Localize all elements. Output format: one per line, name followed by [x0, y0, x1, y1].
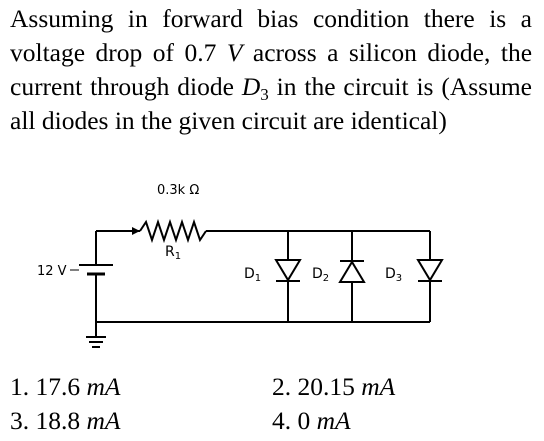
- diode-d1-sub: 1: [255, 273, 261, 284]
- option-2-number: 2.: [272, 372, 292, 401]
- diode-d1-name: D: [244, 266, 255, 282]
- diode-d3-label: D3: [385, 266, 402, 284]
- circuit-diagram: 0.3k Ω R1 12 V D1 D2 D3: [37, 183, 444, 348]
- question-part-1: Assuming in forward bias condition there…: [10, 4, 532, 67]
- diode-d2-name: D: [312, 266, 323, 282]
- diode-symbol: D: [241, 72, 261, 101]
- option-4-unit: mA: [316, 406, 351, 435]
- option-1-value: 17.6: [35, 372, 81, 401]
- resistor-value-label: 0.3k Ω: [157, 183, 199, 198]
- diode-d1-label: D1: [244, 266, 261, 284]
- question-text: Assuming in forward bias condition there…: [10, 2, 532, 138]
- option-4-value: 0: [297, 406, 311, 435]
- option-3-unit: mA: [86, 406, 121, 435]
- option-4-number: 4.: [272, 406, 292, 435]
- resistor-name: R: [165, 244, 175, 260]
- option-3-value: 18.8: [35, 406, 81, 435]
- resistor-subscript: 1: [175, 251, 181, 262]
- option-3-number: 3.: [10, 406, 30, 435]
- option-1-unit: mA: [86, 372, 121, 401]
- voltage-unit-symbol: V: [226, 38, 243, 67]
- diode-d3-name: D: [385, 266, 396, 282]
- option-2-unit: mA: [361, 372, 396, 401]
- diode-d2-triangle: [338, 260, 366, 283]
- diode-d3-sub: 3: [396, 273, 402, 284]
- option-1-number: 1.: [10, 372, 30, 401]
- option-1[interactable]: 1. 17.6 mA: [10, 372, 121, 402]
- resistor-name-label: R1: [165, 244, 181, 262]
- source-voltage-label: 12 V: [37, 264, 67, 279]
- question-part-2: across a silicon diode, the current thro…: [10, 38, 533, 101]
- current-arrow-icon: [132, 227, 140, 235]
- diode-d2-label: D2: [312, 266, 329, 284]
- diode-subscript: 3: [260, 85, 269, 104]
- diode-d3-triangle: [416, 259, 444, 282]
- diode-d2-sub: 2: [323, 273, 329, 284]
- option-3[interactable]: 3. 18.8 mA: [10, 406, 121, 436]
- option-2[interactable]: 2. 20.15 mA: [272, 372, 395, 402]
- resistor-zigzag: [139, 218, 207, 244]
- option-2-value: 20.15: [297, 372, 355, 401]
- question-part-3: in the circuit is (Assume all diodes in …: [10, 72, 533, 135]
- option-4[interactable]: 4. 0 mA: [272, 406, 351, 436]
- diode-d1-triangle: [274, 259, 302, 282]
